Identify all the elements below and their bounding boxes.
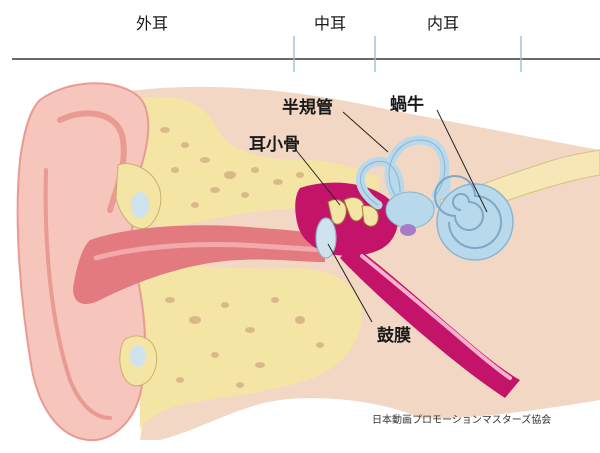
leader-semicircular-canals	[342, 111, 389, 153]
leader-lines	[295, 109, 488, 323]
eustachian-tube-lumen	[360, 254, 512, 380]
label-cochlea: 蝸牛	[390, 95, 424, 115]
round-window	[400, 224, 416, 236]
lower-temporal-bone	[140, 262, 362, 430]
label-eardrum: 鼓膜	[377, 326, 411, 346]
leader-ossicles	[295, 149, 341, 206]
label-ossicles: 耳小骨	[249, 135, 300, 155]
vestibule	[385, 191, 435, 229]
cochlea	[434, 175, 514, 261]
lower-cartilage-highlight	[130, 345, 146, 367]
upper-cartilage-highlight	[131, 192, 149, 218]
leader-cochlea	[436, 109, 488, 213]
upper-bone-texture	[160, 127, 325, 208]
lower-bone-texture	[165, 297, 324, 388]
credit-text: 日本動画プロモーションマスターズ協会	[372, 415, 552, 426]
section-middle-ear: 中耳	[314, 14, 347, 33]
antihelix-fold	[43, 168, 112, 420]
semicircular-canals-outline	[359, 139, 446, 206]
section-outer-ear: 外耳	[136, 14, 169, 33]
ear-canal-highlight	[93, 242, 325, 261]
eustachian-tube	[340, 244, 520, 398]
ossicles	[327, 197, 379, 227]
section-inner-ear: 内耳	[427, 14, 460, 33]
eardrum	[315, 217, 337, 259]
label-semicircular-canals: 半規管	[282, 98, 333, 118]
leader-eardrum	[327, 243, 373, 323]
